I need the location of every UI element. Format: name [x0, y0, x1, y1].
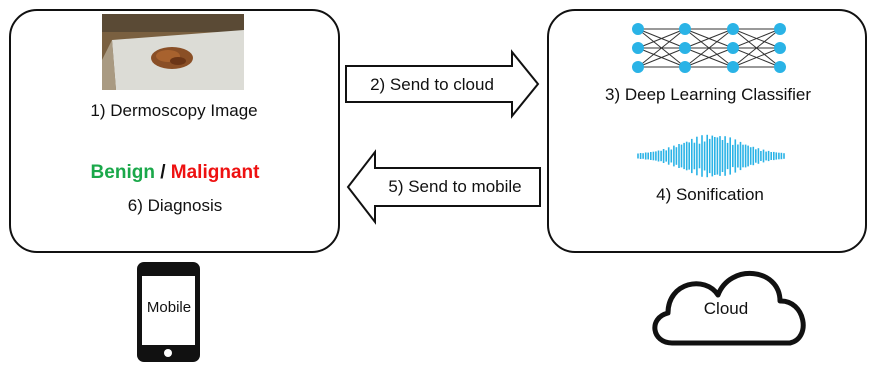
phone-icon — [137, 262, 200, 362]
network-node — [727, 23, 739, 35]
step3-label: 3) Deep Learning Classifier — [605, 85, 811, 104]
network-edge — [732, 28, 781, 68]
network-node — [774, 23, 786, 35]
network-edge — [637, 28, 686, 49]
network-node — [774, 42, 786, 54]
send-to-mobile-label: 5) Send to mobile — [388, 177, 522, 196]
network-node — [632, 42, 644, 54]
network-node — [632, 61, 644, 73]
network-node — [774, 61, 786, 73]
diagnosis-result: Benign / Malignant — [75, 162, 275, 184]
cloud-label: Cloud — [703, 299, 749, 318]
result-separator: / — [160, 162, 166, 183]
send-to-cloud-label: 2) Send to cloud — [370, 75, 494, 94]
network-edge — [684, 28, 734, 49]
network-node — [727, 42, 739, 54]
send-to-cloud-arrow — [345, 49, 540, 119]
benign-label: Benign — [90, 162, 155, 183]
network-node — [632, 23, 644, 35]
network-node — [679, 23, 691, 35]
network-edge — [684, 47, 734, 68]
neural-network-icon — [632, 23, 786, 73]
dermoscopy-image — [102, 14, 244, 90]
network-edge — [732, 28, 781, 49]
network-edge — [637, 28, 686, 68]
network-node — [727, 61, 739, 73]
network-edge — [637, 47, 686, 68]
step1-label: 1) Dermoscopy Image — [90, 101, 258, 120]
cloud-icon — [652, 270, 806, 346]
network-node — [679, 61, 691, 73]
send-to-mobile-arrow — [346, 149, 541, 225]
step6-label: 6) Diagnosis — [127, 196, 223, 215]
network-edge — [684, 28, 734, 68]
sound-waveform-icon — [637, 134, 785, 178]
malignant-label: Malignant — [170, 162, 260, 183]
step4-label: 4) Sonification — [656, 185, 764, 204]
mobile-label: Mobile — [146, 299, 192, 316]
network-edge — [732, 47, 781, 68]
network-node — [679, 42, 691, 54]
